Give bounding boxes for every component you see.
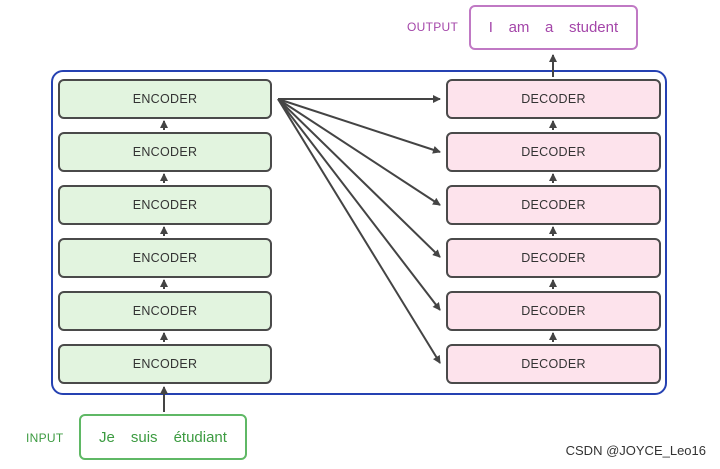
encoder-block-6: ENCODER (58, 79, 272, 119)
input-word: étudiant (173, 428, 227, 446)
encoder-to-decoder-arrow (277, 98, 441, 364)
watermark: CSDN @JOYCE_Leo16 (565, 443, 706, 458)
input-label: INPUT (26, 431, 64, 445)
encoder-block-1: ENCODER (58, 344, 272, 384)
encoder-block-3: ENCODER (58, 238, 272, 278)
output-word: student (568, 19, 619, 36)
decoder-block-1: DECODER (446, 344, 661, 384)
decoder-block-2: DECODER (446, 291, 661, 331)
encoder-block-5: ENCODER (58, 132, 272, 172)
output-word: I (488, 19, 493, 36)
decoder-block-6: DECODER (446, 79, 661, 119)
encoder-to-decoder-arrow (277, 98, 441, 311)
encoder-block-2: ENCODER (58, 291, 272, 331)
input-sequence-box: Je suis étudiant (79, 414, 247, 460)
output-label: OUTPUT (407, 20, 459, 34)
input-word: Je (99, 428, 115, 446)
input-word: suis (130, 428, 158, 446)
decoder-block-4: DECODER (446, 185, 661, 225)
encoder-to-decoder-arrow (277, 98, 441, 258)
encoder-to-decoder-arrow (277, 98, 441, 206)
output-word: a (545, 19, 554, 36)
output-word: am (508, 19, 530, 36)
decoder-block-3: DECODER (446, 238, 661, 278)
output-sequence-box: I am a student (469, 5, 638, 50)
encoder-block-4: ENCODER (58, 185, 272, 225)
decoder-block-5: DECODER (446, 132, 661, 172)
encoder-to-decoder-arrow (277, 98, 441, 154)
encoder-decoder-stack-frame (51, 70, 667, 395)
